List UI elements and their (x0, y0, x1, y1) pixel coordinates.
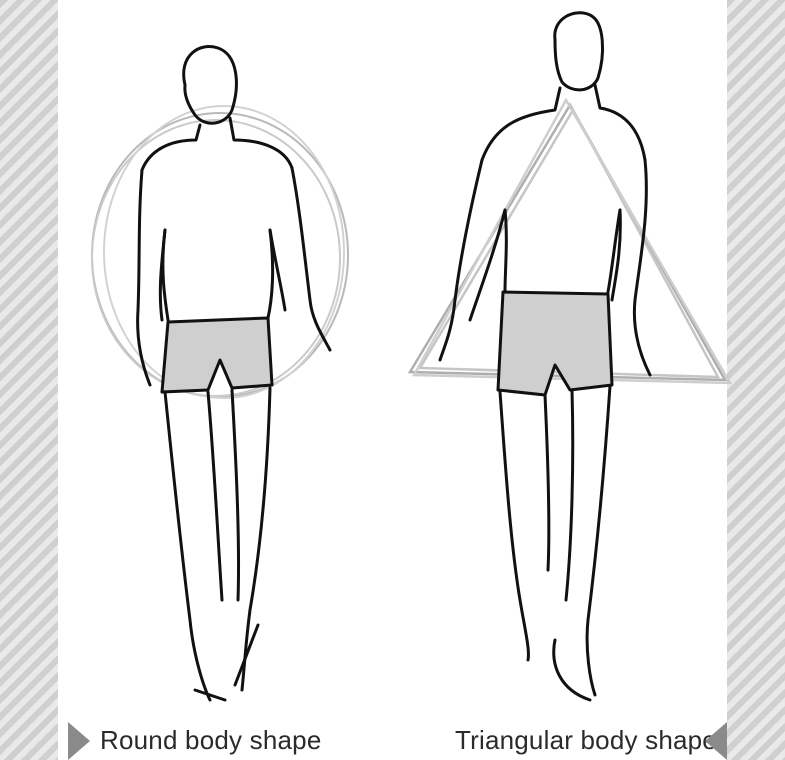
triangular-figure-outline (440, 13, 650, 700)
caption-triangular-body-shape: Triangular body shape (455, 725, 717, 756)
triangle-right-icon (68, 722, 90, 760)
caption-round-body-shape: Round body shape (100, 725, 321, 756)
triangle-left-icon (705, 722, 727, 760)
